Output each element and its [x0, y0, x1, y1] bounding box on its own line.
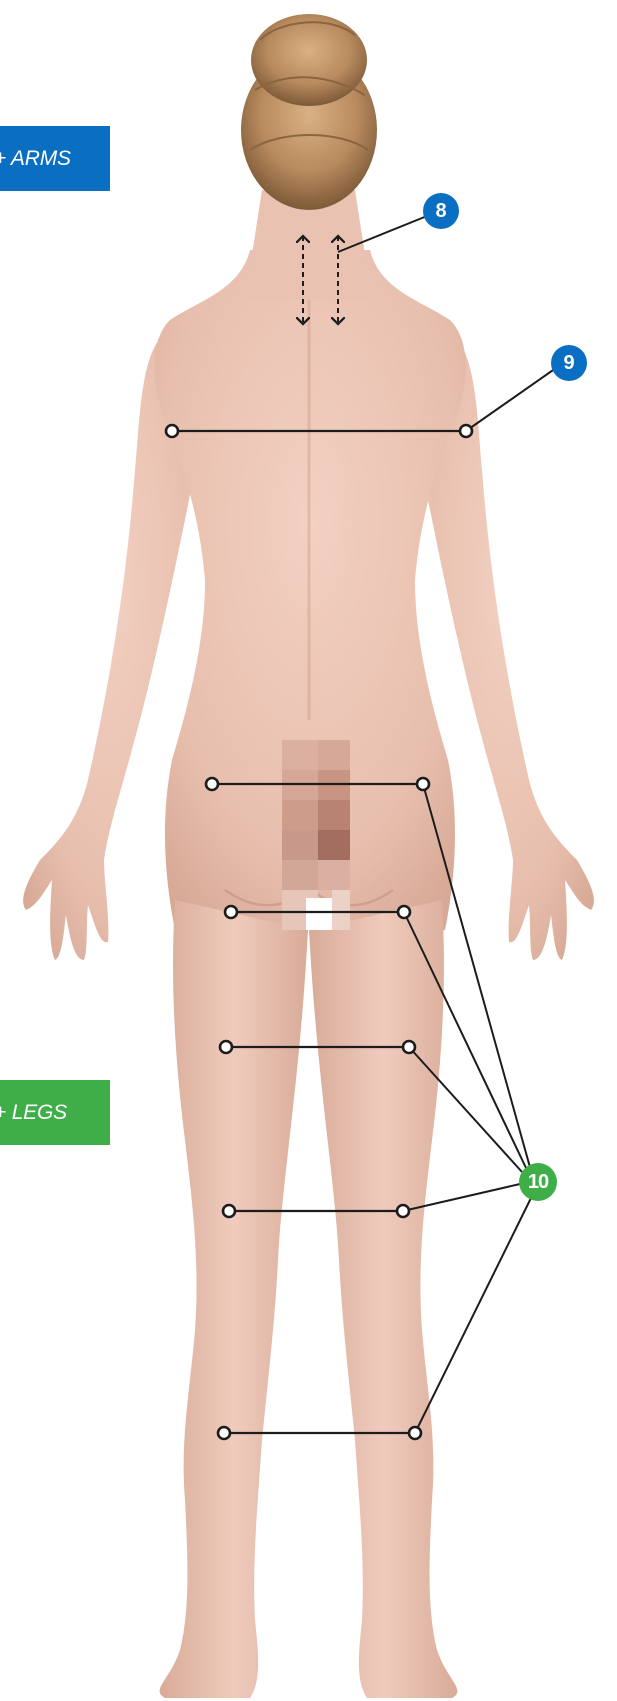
- legs-tab-label: + LEGS: [0, 1101, 67, 1125]
- right-leg: [309, 900, 457, 1698]
- measurement-badge-10[interactable]: 10: [519, 1163, 557, 1201]
- left-leg: [160, 900, 308, 1698]
- censor-pixelation: [282, 740, 350, 930]
- arms-tab[interactable]: + ARMS: [0, 126, 110, 191]
- hair-bun: [251, 14, 367, 106]
- arms-tab-label: + ARMS: [0, 147, 71, 171]
- measurement-badge-9[interactable]: 9: [551, 345, 587, 381]
- measurement-badge-8[interactable]: 8: [423, 193, 459, 229]
- legs-tab[interactable]: + LEGS: [0, 1080, 110, 1145]
